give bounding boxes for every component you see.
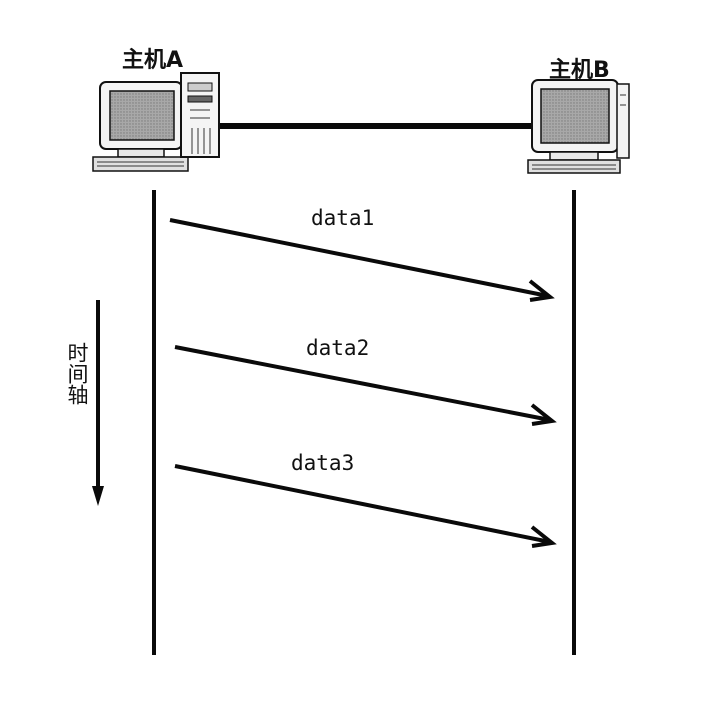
host-a-computer-icon xyxy=(92,72,220,172)
message-label: data3 xyxy=(291,451,355,475)
time-axis-arrow xyxy=(92,300,104,506)
message-label: data1 xyxy=(311,206,375,230)
message-arrow xyxy=(174,464,557,548)
message-arrow xyxy=(169,218,555,302)
time-axis-label: 时间轴 xyxy=(65,342,89,405)
message-label: data2 xyxy=(306,336,370,360)
host-a-label: 主机A xyxy=(122,48,184,73)
host-b-computer-icon xyxy=(527,79,630,174)
message-arrow xyxy=(174,345,557,426)
host-b-label: 主机B xyxy=(549,58,610,83)
